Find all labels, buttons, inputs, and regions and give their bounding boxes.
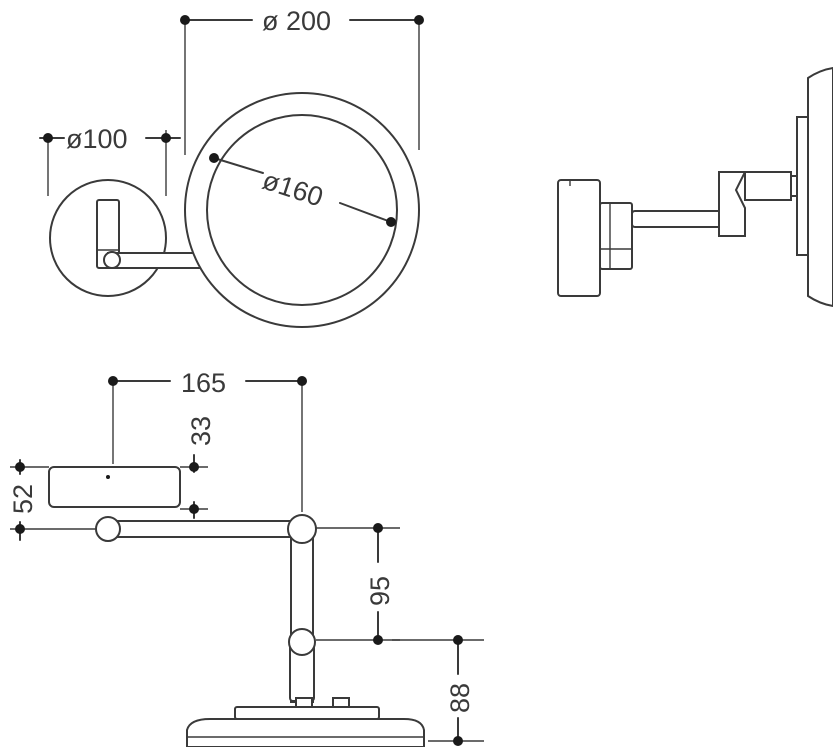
front-view: ø160 ø 200 ø100 <box>39 6 424 328</box>
mirror-glass <box>206 114 398 306</box>
mirror-outer-ring <box>184 92 420 328</box>
plate-height-label: 52 <box>8 484 38 514</box>
side-mirror <box>796 116 809 256</box>
plate-diameter-label: ø100 <box>66 124 128 154</box>
glass-diameter-line <box>213 157 264 174</box>
top-mirror <box>186 718 425 747</box>
joint-left <box>95 516 121 542</box>
mirror-diameter-label: ø 200 <box>262 6 331 36</box>
top-view: 165 33 52 95 88 <box>8 368 484 747</box>
side-arm <box>631 210 728 228</box>
joint-top <box>287 514 317 544</box>
arm-length-label: 165 <box>181 368 226 398</box>
wall-plate-circle <box>49 179 167 297</box>
side-view <box>557 66 833 308</box>
side-wall-plate <box>557 179 601 297</box>
top-wall-plate <box>48 466 181 508</box>
mirror-height-label: 88 <box>445 683 475 713</box>
plate-offset-label: 33 <box>186 416 216 446</box>
joint-bottom <box>288 628 316 656</box>
vertical-arm-label: 95 <box>365 576 395 606</box>
